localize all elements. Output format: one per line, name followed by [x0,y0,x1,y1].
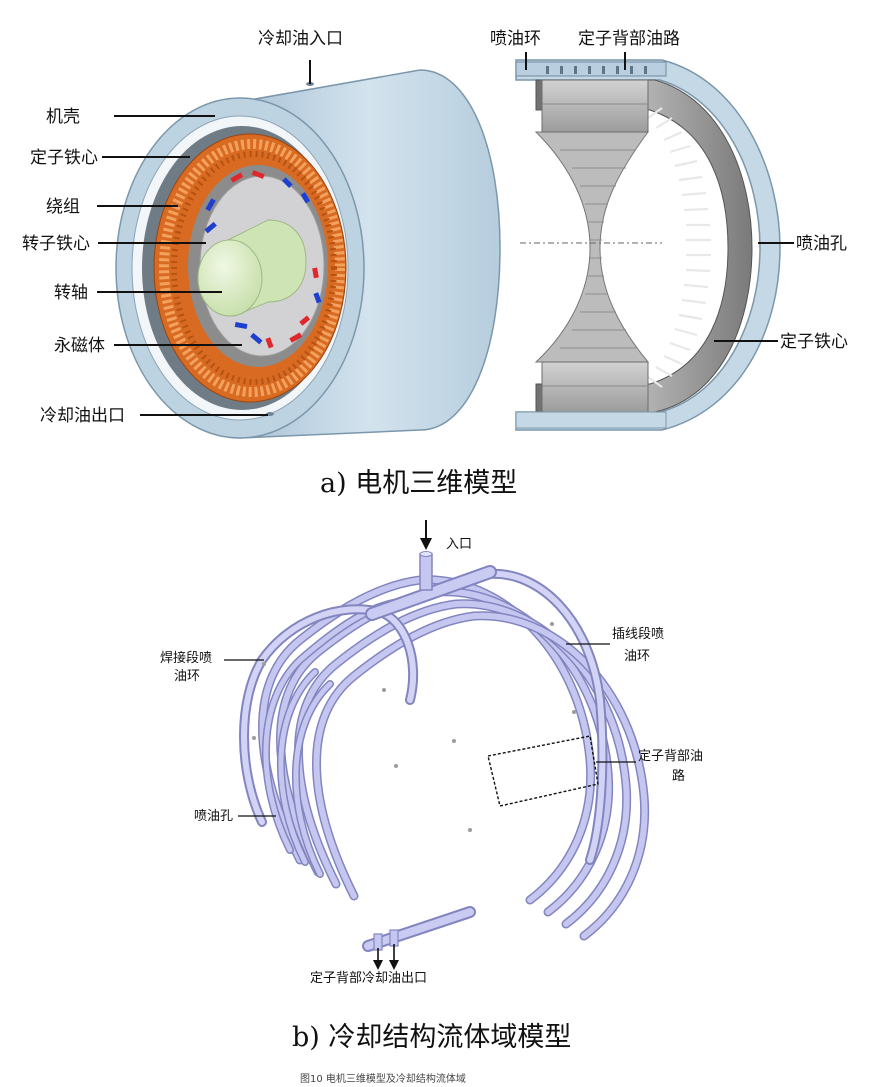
cooling-fluid-domain-3d [239,551,650,952]
label-inlet-b: 入口 [446,537,472,552]
label-plug-ring-2: 油环 [624,649,650,664]
label-plug-ring-1: 插线段喷 [612,627,664,642]
label-weld-ring-1: 焊接段喷 [160,650,212,666]
spray-hole-dots [252,622,576,832]
stator-block-bottom [541,361,649,413]
label-back-outlet: 定子背部冷却油出口 [310,971,427,986]
label-shaft: 转轴 [54,283,88,303]
figure-caption: 图10 电机三维模型及冷却结构流体域 [300,1072,466,1085]
inner-oil-rings [261,598,404,878]
label-spray-ring: 喷油环 [490,29,541,49]
label-housing: 机壳 [46,107,80,127]
label-stator-core-right: 定子铁心 [780,332,848,352]
permanent-magnets [204,170,322,349]
caption-a: a) 电机三维模型 [320,468,517,499]
label-weld-ring-2: 油环 [174,669,200,684]
stator-block-top [541,79,649,133]
label-coolant-outlet: 冷却油出口 [40,406,125,426]
caption-b: b) 冷却结构流体域模型 [292,1022,571,1053]
stator-slots [647,107,711,388]
motor-assembly-3d [115,60,501,439]
label-rotor-core: 转子铁心 [22,234,90,254]
label-permanent-magnet: 永磁体 [54,336,105,356]
label-stator-back-path: 定子背部油路 [578,29,680,49]
outlet-arrows [373,944,399,970]
shaft-end [197,239,263,317]
label-stator-core-left: 定子铁心 [30,148,98,168]
label-back-path-1: 定子背部油 [638,749,703,764]
stator-back-path-highlight [487,735,599,807]
stator-back-oil-rings [258,575,650,941]
stator-cutaway-3d [515,59,781,431]
cutaway-housing [515,59,781,431]
inlet-arrow [420,520,432,550]
label-winding: 绕组 [46,197,80,217]
inlet-pipe [419,553,433,591]
label-spray-hole-a: 喷油孔 [796,234,847,254]
label-spray-hole-b: 喷油孔 [194,809,233,824]
stator-bore [534,131,650,363]
label-coolant-inlet: 冷却油入口 [258,29,343,49]
label-back-path-2: 路 [672,768,685,784]
